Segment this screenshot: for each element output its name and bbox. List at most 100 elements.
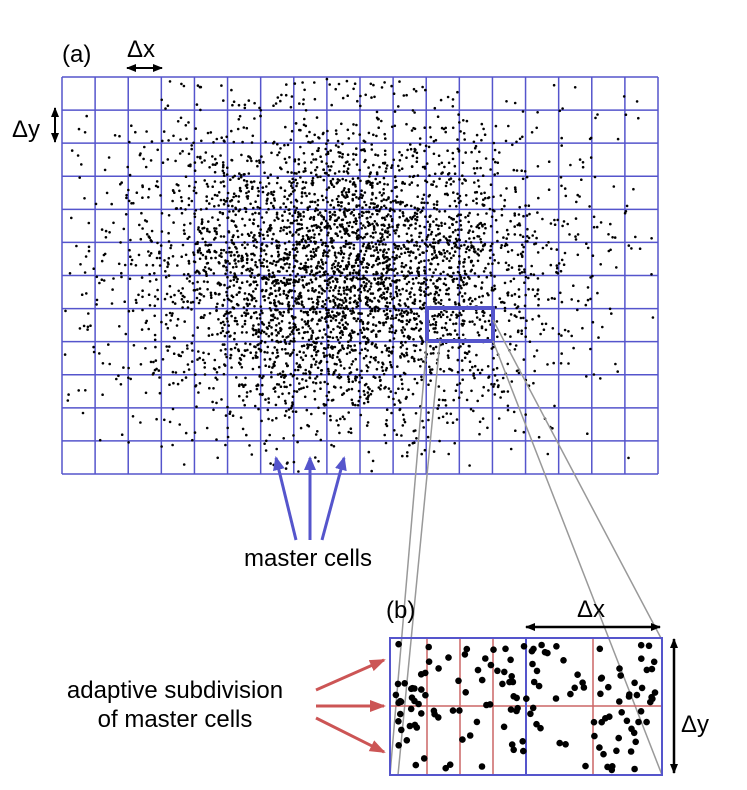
particle bbox=[477, 333, 481, 337]
particle bbox=[373, 220, 377, 223]
particle bbox=[232, 241, 235, 245]
particle bbox=[385, 251, 388, 255]
particle bbox=[124, 332, 128, 336]
particle bbox=[77, 127, 81, 131]
particle bbox=[405, 217, 409, 220]
particle bbox=[260, 155, 263, 158]
particle bbox=[544, 322, 548, 326]
particle bbox=[468, 248, 471, 252]
particle bbox=[156, 288, 159, 292]
particle bbox=[205, 199, 208, 203]
particle bbox=[382, 198, 386, 201]
particle bbox=[378, 379, 382, 383]
particle bbox=[401, 331, 404, 334]
particle bbox=[443, 277, 447, 281]
particle bbox=[273, 364, 276, 367]
panel-b-dy-indicator: Δy bbox=[670, 638, 709, 774]
particle bbox=[196, 155, 199, 159]
particle bbox=[444, 130, 448, 134]
particle bbox=[351, 231, 354, 234]
particle bbox=[490, 382, 493, 386]
particle bbox=[455, 313, 458, 317]
particle bbox=[417, 266, 421, 270]
particle bbox=[465, 352, 469, 355]
subdivision-arrow-bottom bbox=[315, 716, 386, 754]
particle bbox=[310, 412, 313, 416]
particle bbox=[513, 212, 516, 215]
particle bbox=[363, 288, 366, 292]
particle bbox=[253, 238, 257, 241]
particle bbox=[210, 197, 214, 200]
particle bbox=[395, 256, 398, 260]
particle bbox=[451, 126, 455, 130]
particle bbox=[296, 272, 300, 276]
particle bbox=[316, 322, 319, 326]
particle bbox=[230, 88, 233, 92]
particle bbox=[163, 297, 167, 301]
particle bbox=[408, 183, 412, 186]
particle bbox=[265, 244, 268, 247]
particle bbox=[385, 266, 389, 270]
particle bbox=[525, 319, 528, 323]
particle bbox=[327, 311, 330, 315]
particle bbox=[493, 275, 496, 278]
particle bbox=[194, 385, 197, 388]
particle bbox=[267, 182, 271, 185]
particle bbox=[547, 298, 550, 301]
particle bbox=[331, 280, 335, 283]
particle bbox=[373, 296, 376, 300]
particle bbox=[198, 247, 201, 250]
particle bbox=[260, 376, 264, 380]
particle bbox=[103, 168, 107, 172]
particle bbox=[404, 275, 408, 278]
particle bbox=[363, 191, 367, 194]
particle bbox=[403, 224, 407, 227]
particle bbox=[257, 273, 260, 277]
particle bbox=[424, 283, 428, 286]
particle bbox=[243, 297, 246, 301]
particle bbox=[264, 449, 268, 452]
particle bbox=[525, 175, 529, 179]
particle bbox=[355, 219, 358, 223]
particle bbox=[174, 371, 178, 374]
particle bbox=[429, 379, 432, 383]
particle bbox=[471, 365, 474, 369]
particle bbox=[381, 242, 385, 246]
particle bbox=[222, 202, 226, 206]
particle bbox=[449, 333, 453, 336]
particle bbox=[454, 237, 458, 241]
particle bbox=[321, 305, 325, 309]
particle bbox=[282, 276, 286, 280]
particle bbox=[359, 319, 363, 322]
particle bbox=[229, 354, 233, 357]
particle bbox=[438, 210, 441, 213]
particle bbox=[265, 199, 269, 202]
particle bbox=[130, 258, 134, 262]
particle bbox=[478, 420, 482, 424]
particle bbox=[368, 175, 371, 178]
particle bbox=[409, 295, 412, 299]
particle bbox=[441, 342, 445, 346]
particle bbox=[148, 280, 152, 283]
particle bbox=[386, 316, 390, 320]
particle bbox=[247, 99, 251, 102]
particle bbox=[446, 242, 450, 245]
particle bbox=[359, 104, 362, 108]
particle bbox=[98, 352, 101, 355]
particle bbox=[533, 369, 536, 373]
particle bbox=[283, 143, 286, 147]
particle bbox=[362, 242, 366, 246]
particle bbox=[318, 211, 322, 214]
zoomed-particle bbox=[459, 736, 466, 743]
particle bbox=[160, 98, 163, 102]
particle bbox=[492, 195, 495, 199]
particle bbox=[325, 394, 329, 398]
particle bbox=[331, 336, 335, 340]
particle bbox=[234, 262, 237, 265]
particle bbox=[261, 186, 265, 189]
particle bbox=[267, 397, 270, 400]
particle bbox=[246, 298, 250, 302]
particle bbox=[341, 218, 345, 221]
particle bbox=[225, 355, 228, 359]
particle bbox=[395, 294, 399, 298]
